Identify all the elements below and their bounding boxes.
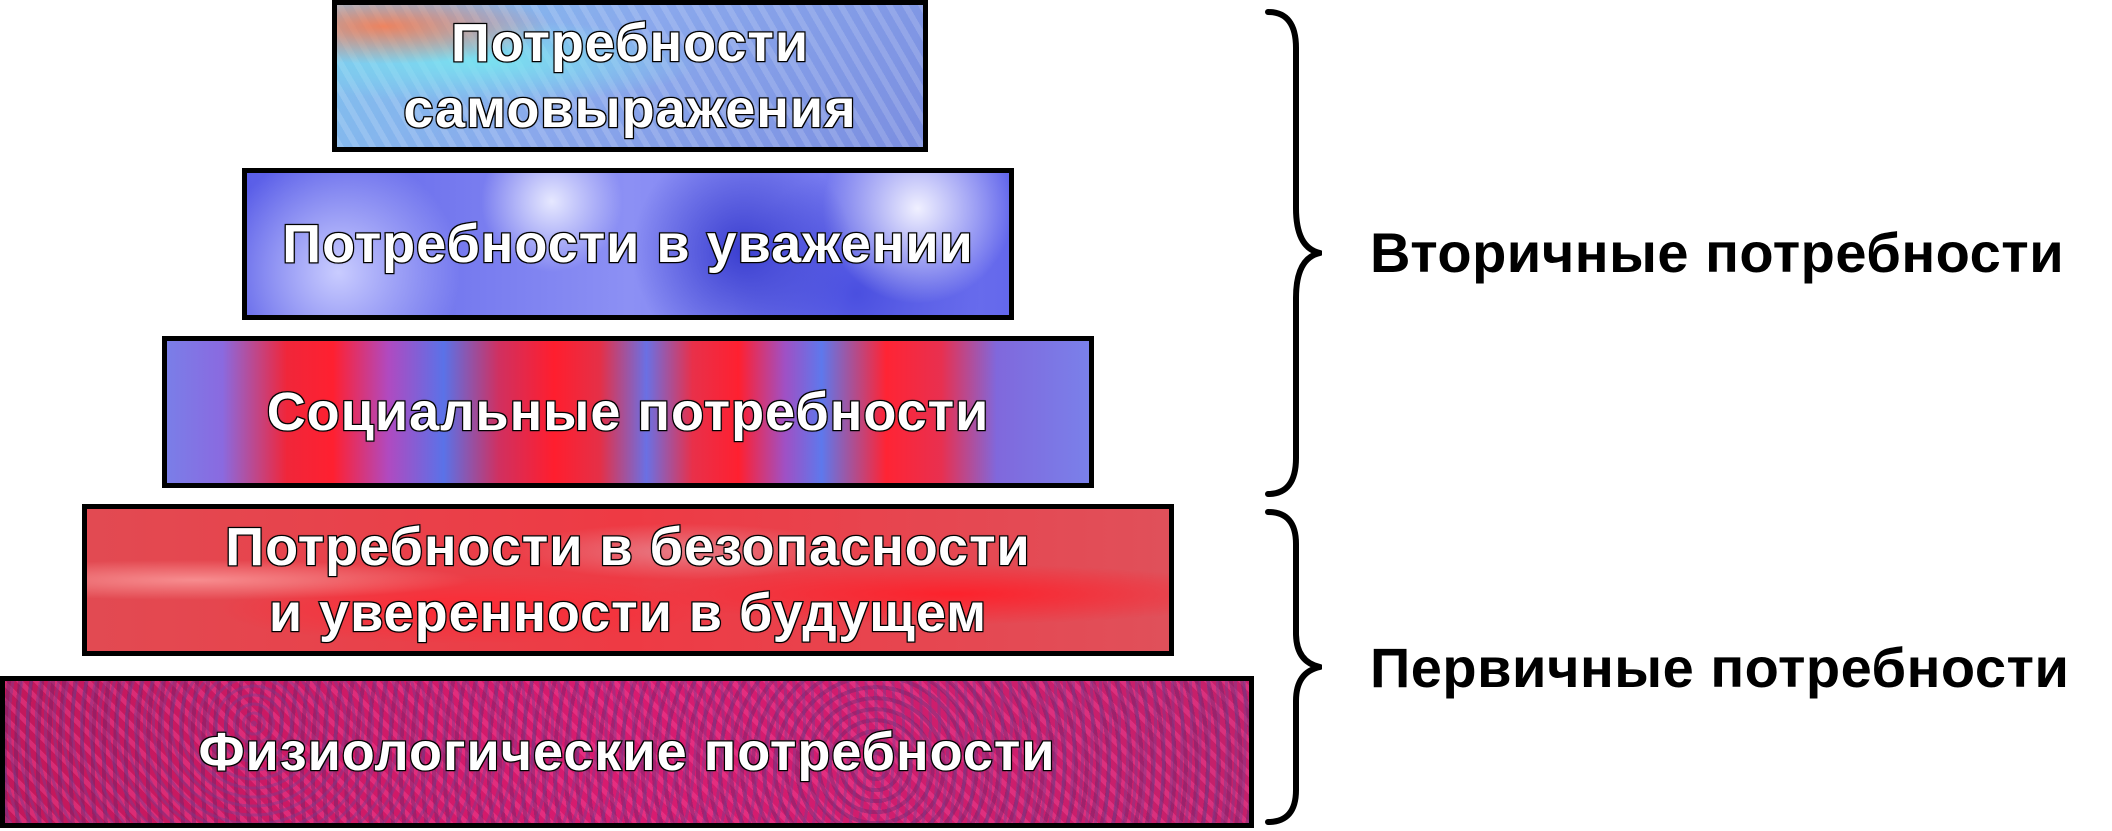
- group-label-secondary: Вторичные потребности: [1370, 221, 2065, 284]
- tier-self-actualization: Потребности самовыражения: [332, 0, 928, 152]
- tier-esteem: Потребности в уважении: [242, 168, 1014, 320]
- tier-label-line: Потребности в уважении: [281, 213, 974, 276]
- tier-label-line: Потребности: [450, 12, 810, 75]
- tier-label-line: Физиологические потребности: [197, 721, 1056, 784]
- tier-label: Физиологические потребности: [197, 719, 1056, 785]
- tier-label: Потребности в безопасности и уверенности…: [224, 514, 1031, 646]
- tier-label-line: Потребности в безопасности: [224, 516, 1031, 579]
- tier-label-line: и уверенности в будущем: [268, 582, 988, 645]
- tier-label: Потребности в уважении: [281, 211, 974, 277]
- tier-label: Потребности самовыражения: [402, 10, 857, 142]
- tier-label-line: Социальные потребности: [265, 381, 990, 444]
- brace-secondary: [1265, 9, 1322, 497]
- tier-safety: Потребности в безопасности и уверенности…: [82, 504, 1174, 656]
- tier-social: Социальные потребности: [162, 336, 1094, 488]
- tier-label: Социальные потребности: [265, 379, 990, 445]
- tier-label-line: самовыражения: [402, 78, 857, 141]
- tier-physiological: Физиологические потребности: [0, 676, 1254, 828]
- group-label-primary: Первичные потребности: [1370, 636, 2070, 699]
- brace-primary: [1265, 509, 1322, 825]
